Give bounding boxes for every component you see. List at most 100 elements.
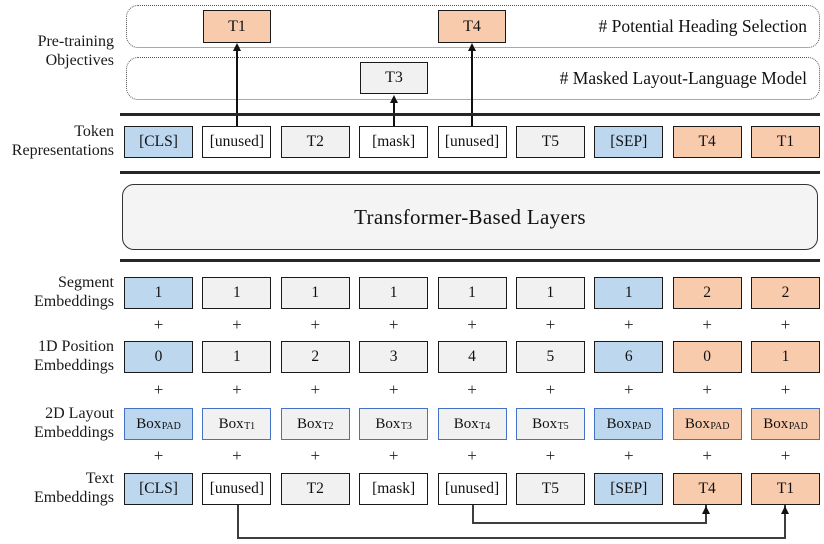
plus-sign: + bbox=[545, 446, 556, 465]
pos1d-cell-0: 0 bbox=[124, 341, 193, 373]
segment-cell-2: 1 bbox=[280, 277, 350, 309]
token-repr-cell-0: [CLS] bbox=[124, 126, 193, 158]
plus-sign: + bbox=[702, 380, 712, 399]
text-emb-cell-1: [unused] bbox=[202, 473, 272, 505]
segment-cell-8: 2 bbox=[751, 277, 820, 309]
pos1d-cell-1: 1 bbox=[202, 341, 272, 373]
plus-sign: + bbox=[153, 315, 164, 334]
plus-sign: + bbox=[780, 315, 791, 334]
text-emb-cell-4: [unused] bbox=[437, 473, 507, 505]
label-line: Text bbox=[85, 470, 114, 487]
elbow-connector-unused-to-t4 bbox=[472, 505, 707, 524]
elbow-connector-unused-to-t1 bbox=[237, 505, 786, 539]
label-line: Pre-training bbox=[37, 33, 114, 50]
plus-row-3: +++++++++ bbox=[124, 447, 820, 465]
plus-sign: + bbox=[232, 315, 242, 334]
label-line: Token bbox=[74, 123, 114, 140]
plus-sign: + bbox=[153, 380, 164, 399]
label-line: Embeddings bbox=[34, 292, 114, 310]
transformer-label: Transformer-Based Layers bbox=[354, 204, 586, 229]
plus-row-2: +++++++++ bbox=[124, 381, 820, 399]
plus-sign: + bbox=[232, 380, 242, 399]
label-segment-embeddings: Segment Embeddings bbox=[0, 274, 114, 312]
token-repr-cell-3: [mask] bbox=[359, 126, 429, 158]
pos1d-cell-8: 1 bbox=[751, 341, 820, 373]
token-repr-cell-5: T5 bbox=[515, 126, 585, 158]
plus-sign: + bbox=[702, 446, 712, 465]
label-2d-layout-embeddings: 2D Layout Embeddings bbox=[0, 405, 114, 443]
plus-sign: + bbox=[467, 446, 477, 465]
pos1d-cell-6: 6 bbox=[594, 341, 664, 373]
arrow-line-unused-to-t1 bbox=[236, 47, 238, 126]
plus-sign: + bbox=[623, 315, 634, 334]
plus-sign: + bbox=[388, 446, 399, 465]
label-token-representations: Token Representations bbox=[0, 123, 114, 161]
label-line: Segment bbox=[58, 274, 114, 291]
text-emb-cell-3: [mask] bbox=[359, 473, 429, 505]
label-1d-position-embeddings: 1D Position Embeddings bbox=[0, 338, 114, 376]
arrowhead-bottom-t1-icon bbox=[780, 506, 789, 514]
plus-sign: + bbox=[702, 315, 712, 334]
predicted-token-t1: T1 bbox=[203, 10, 271, 43]
arrow-line-unused-to-t4 bbox=[471, 47, 473, 126]
text-emb-cell-7: T4 bbox=[672, 473, 742, 505]
label-line: 2D Layout bbox=[45, 405, 114, 422]
predicted-token-t4: T4 bbox=[438, 10, 506, 43]
label-text-embeddings: Text Embeddings bbox=[0, 470, 114, 508]
arrowhead-bottom-t4-icon bbox=[701, 506, 710, 514]
plus-sign: + bbox=[388, 315, 399, 334]
heading-selection-note: # Potential Heading Selection bbox=[598, 16, 808, 36]
pos1d-cell-5: 5 bbox=[515, 341, 585, 373]
text-emb-cell-2: T2 bbox=[280, 473, 350, 505]
masked-lm-note: # Masked Layout-Language Model bbox=[559, 68, 807, 88]
label-line: Representations bbox=[11, 141, 114, 159]
transformer-block: Transformer-Based Layers bbox=[122, 184, 818, 250]
arrowhead-t3-icon bbox=[389, 95, 398, 103]
label-pretraining-objectives: Pre-training Objectives bbox=[0, 33, 114, 71]
plus-sign: + bbox=[623, 380, 634, 399]
text-emb-cell-6: [SEP] bbox=[594, 473, 664, 505]
separator-line-below-transformer bbox=[120, 259, 820, 262]
token-repr-cell-4: [unused] bbox=[437, 126, 507, 158]
token-repr-cell-2: T2 bbox=[280, 126, 350, 158]
objective-box-masked-lm: # Masked Layout-Language Model bbox=[126, 57, 820, 100]
separator-line-top bbox=[120, 113, 820, 116]
arrow-line-mask-to-t3 bbox=[393, 99, 395, 126]
plus-sign: + bbox=[310, 446, 321, 465]
pos1d-cell-7: 0 bbox=[672, 341, 742, 373]
segment-cell-4: 1 bbox=[437, 277, 507, 309]
label-line: Embeddings bbox=[34, 488, 114, 506]
plus-sign: + bbox=[310, 380, 321, 399]
arrowhead-t1-icon bbox=[232, 43, 241, 51]
plus-sign: + bbox=[780, 380, 791, 399]
separator-line-above-transformer bbox=[120, 171, 820, 174]
text-emb-cell-0: [CLS] bbox=[124, 473, 193, 505]
plus-sign: + bbox=[545, 315, 556, 334]
text-emb-cell-8: T1 bbox=[751, 473, 820, 505]
plus-sign: + bbox=[388, 380, 399, 399]
plus-sign: + bbox=[310, 315, 321, 334]
plus-sign: + bbox=[153, 446, 164, 465]
segment-cell-6: 1 bbox=[594, 277, 664, 309]
pos1d-cell-3: 3 bbox=[359, 341, 429, 373]
pos1d-cell-4: 4 bbox=[437, 341, 507, 373]
label-line: Embeddings bbox=[34, 423, 114, 441]
token-repr-cell-6: [SEP] bbox=[594, 126, 664, 158]
plus-sign: + bbox=[545, 380, 556, 399]
label-line: Objectives bbox=[45, 51, 114, 69]
plus-row-1: +++++++++ bbox=[124, 316, 820, 334]
plus-sign: + bbox=[780, 446, 791, 465]
token-repr-cell-8: T1 bbox=[751, 126, 820, 158]
token-repr-cell-7: T4 bbox=[672, 126, 742, 158]
